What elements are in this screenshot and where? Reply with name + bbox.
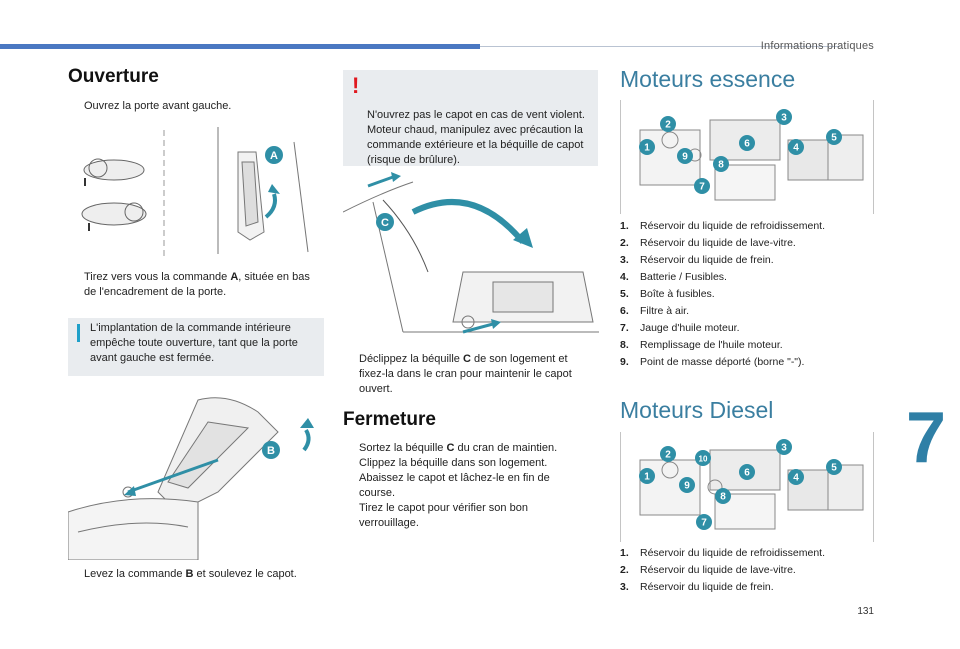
engine-marker-2 xyxy=(660,446,676,462)
engine-marker-label: 4 xyxy=(793,143,799,154)
engine-marker-label: 6 xyxy=(744,468,750,479)
callout-a-marker xyxy=(265,146,283,164)
petrol-engines-heading: Moteurs essence xyxy=(620,66,796,92)
engine-marker-label: 2 xyxy=(665,120,671,131)
info-icon xyxy=(77,324,80,342)
legend-item: 6.Filtre à air. xyxy=(620,305,690,317)
callout-c-marker xyxy=(376,213,394,231)
header-bar xyxy=(0,44,480,49)
warning-box: ! N'ouvrez pas le capot en cas de vent v… xyxy=(343,70,598,166)
engine-marker-9 xyxy=(677,148,693,164)
legend-item: 4.Batterie / Fusibles. xyxy=(620,271,727,283)
engine-marker-9 xyxy=(679,477,695,493)
engine-marker-label: 1 xyxy=(644,143,650,154)
page-number: 131 xyxy=(857,606,874,617)
engine-marker-1 xyxy=(639,468,655,484)
ouverture-heading: Ouverture xyxy=(68,66,159,87)
engine-marker-label: 9 xyxy=(684,481,690,492)
chapter-number: 7 xyxy=(905,398,946,478)
engine-marker-4 xyxy=(788,469,804,485)
legend-item: 5.Boîte à fusibles. xyxy=(620,288,715,300)
engine-marker-5 xyxy=(826,459,842,475)
engine-marker-label: 3 xyxy=(781,443,787,454)
engine-marker-5 xyxy=(826,129,842,145)
engine-marker-7 xyxy=(696,514,712,530)
legend-item: 7.Jauge d'huile moteur. xyxy=(620,322,740,334)
close-step: Tirez le capot pour vérifier son bon ver… xyxy=(359,502,528,529)
engine-marker-6 xyxy=(739,135,755,151)
engine-marker-6 xyxy=(739,464,755,480)
info-box: L'implantation de la commande intérieure… xyxy=(68,318,324,376)
warning-icon: ! xyxy=(352,73,360,98)
engine-marker-4 xyxy=(788,139,804,155)
legend-item: 2.Réservoir du liquide de lave-vitre. xyxy=(620,237,796,249)
engine-marker-3 xyxy=(776,439,792,455)
engine-marker-8 xyxy=(713,156,729,172)
engine-marker-7 xyxy=(694,178,710,194)
engine-marker-label: 5 xyxy=(831,463,837,474)
diesel-engines-heading: Moteurs Diesel xyxy=(620,397,774,423)
engine-marker-label: 9 xyxy=(682,152,688,163)
fermeture-heading: Fermeture xyxy=(343,409,436,430)
close-step: Abaissez le capot et lâchez-le en fin de… xyxy=(359,472,550,499)
header-rule xyxy=(480,46,840,47)
engine-marker-label: 3 xyxy=(781,113,787,124)
engine-marker-8 xyxy=(715,488,731,504)
close-steps: Sortez la béquille C du cran de maintien… xyxy=(345,441,597,531)
callout-c: C xyxy=(381,217,389,229)
engine-marker-label: 8 xyxy=(718,160,724,171)
engine-marker-1 xyxy=(639,139,655,155)
petrol-engine-diagram: 1 2 3 4 5 6 7 8 9 xyxy=(619,100,875,214)
step-pull-command-a: Tirez vers vous la commande A, située en… xyxy=(84,271,310,298)
legend-item: 3.Réservoir du liquide de frein. xyxy=(620,254,774,266)
engine-marker-label: 1 xyxy=(644,472,650,483)
step-open-door: Ouvrez la porte avant gauche. xyxy=(84,100,232,112)
hood-lever-illustration: B xyxy=(67,392,324,561)
engine-marker-label: 7 xyxy=(701,518,707,529)
diesel-legend: 1.Réservoir du liquide de refroidissemen… xyxy=(620,545,880,596)
engine-marker-label: 10 xyxy=(699,455,708,464)
engine-marker-label: 8 xyxy=(720,492,726,503)
legend-item: 1.Réservoir du liquide de refroidissemen… xyxy=(620,547,826,559)
hood-strut-illustration: C xyxy=(342,172,599,342)
engine-marker-2 xyxy=(660,116,676,132)
legend-item: 8.Remplissage de l'huile moteur. xyxy=(620,339,783,351)
legend-item: 9.Point de masse déporté (borne "-"). xyxy=(620,356,805,368)
section-title: Informations pratiques xyxy=(760,40,874,52)
diesel-engine-diagram: 1 2 3 4 5 6 7 8 9 10 xyxy=(619,432,875,542)
petrol-legend: 1.Réservoir du liquide de refroidissemen… xyxy=(620,218,880,371)
callout-b: B xyxy=(267,445,275,457)
engine-marker-label: 5 xyxy=(831,133,837,144)
legend-item: 2.Réservoir du liquide de lave-vitre. xyxy=(620,564,796,576)
engine-marker-10 xyxy=(695,450,711,466)
step-unclip-strut: Déclippez la béquille C de son logement … xyxy=(359,353,572,395)
engine-marker-label: 4 xyxy=(793,473,799,484)
engine-marker-label: 2 xyxy=(665,450,671,461)
engine-marker-label: 6 xyxy=(744,139,750,150)
engine-marker-label: 7 xyxy=(699,182,705,193)
callout-b-marker xyxy=(262,441,280,459)
close-step: Clippez la béquille dans son logement. xyxy=(359,457,548,469)
engine-marker-3 xyxy=(776,109,792,125)
legend-item: 3.Réservoir du liquide de frein. xyxy=(620,581,774,593)
close-step: Sortez la béquille C du cran de maintien… xyxy=(359,442,558,454)
door-command-illustration: A xyxy=(68,122,324,262)
legend-item: 1.Réservoir du liquide de refroidissemen… xyxy=(620,220,826,232)
step-lift-command-b: Levez la commande B et soulevez le capot… xyxy=(84,568,297,580)
callout-a: A xyxy=(270,150,278,162)
